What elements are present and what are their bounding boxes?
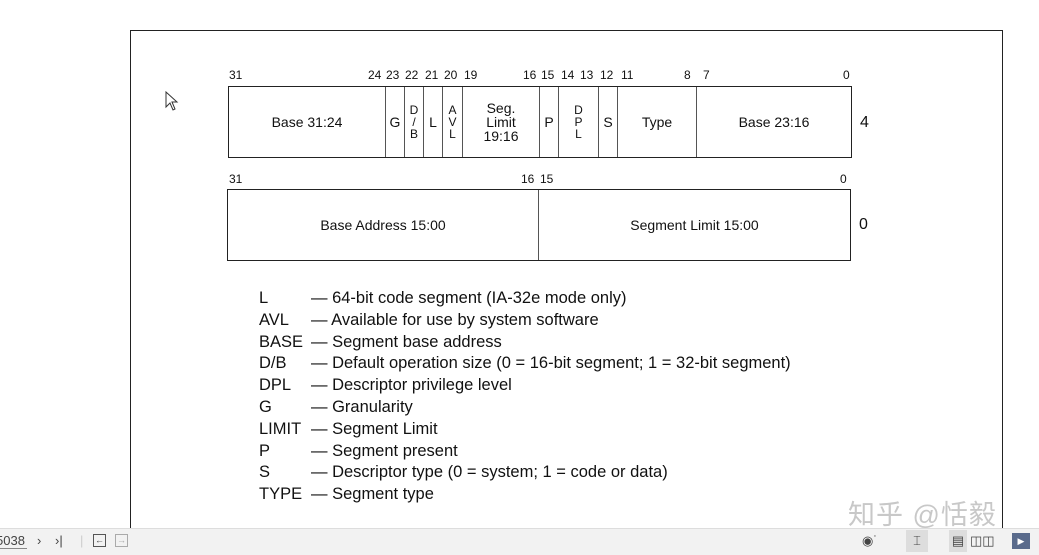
low-word-row: Base Address 15:00 Segment Limit 15:00	[227, 189, 851, 261]
offset-label-4: 4	[860, 114, 869, 131]
field-cell: Segment Limit 15:00	[630, 217, 759, 233]
two-page-icon[interactable]: ◫◫	[970, 533, 995, 548]
next-page-icon[interactable]: ›	[37, 533, 42, 548]
field-cell: D P L	[559, 87, 599, 157]
legend-term: DPL	[259, 376, 292, 395]
legend-desc: — Descriptor privilege level	[311, 376, 512, 395]
legend-term: S	[259, 463, 271, 482]
legend-term: L	[259, 289, 269, 307]
field-cell: Type	[618, 87, 697, 157]
bit-label: 16	[523, 68, 537, 82]
legend-item: G — Granularity	[259, 397, 791, 419]
field-cell: Base 31:24	[229, 87, 386, 157]
legend-desc: — 64-bit code segment (IA-32e mode only)	[311, 289, 627, 307]
field-cell: G	[386, 87, 405, 157]
collapse-left-icon[interactable]: ←	[93, 534, 106, 547]
legend-desc: — Segment type	[311, 485, 434, 504]
field-cell: L	[424, 87, 443, 157]
legend-desc: — Granularity	[311, 397, 413, 416]
single-page-icon[interactable]: ▤	[949, 530, 967, 552]
bit-label: 23	[386, 68, 400, 82]
field-cell: D / B	[405, 87, 424, 157]
play-button-icon[interactable]: ▶	[1012, 533, 1030, 549]
eye-mode-icon[interactable]: ◉˙	[862, 533, 878, 548]
legend-item: BASE — Segment base address	[259, 332, 791, 354]
field-cell: Seg. Limit 19:16	[463, 87, 540, 157]
legend-item: D/B — Default operation size (0 = 16-bit …	[259, 353, 791, 375]
bit-label: 0	[840, 172, 847, 186]
bit-label: 16	[521, 172, 535, 186]
bit-label: 31	[229, 68, 243, 82]
legend-item: TYPE — Segment type	[259, 484, 791, 506]
bit-label: 8	[684, 68, 691, 82]
bit-label: 14	[561, 68, 575, 82]
bit-label: 15	[540, 172, 554, 186]
legend-term: TYPE	[259, 485, 303, 504]
legend-item: DPL — Descriptor privilege level	[259, 375, 791, 397]
field-cell: Base 23:16	[738, 114, 810, 130]
bit-label: 0	[843, 68, 850, 82]
watermark: 知乎 @恬毅	[848, 500, 997, 530]
field-cell: A V L	[443, 87, 463, 157]
legend-item: P — Segment present	[259, 441, 791, 463]
bit-label: 13	[580, 68, 594, 82]
legend-item: AVL — Available for use by system softwar…	[259, 310, 791, 332]
field-cell: P	[540, 87, 559, 157]
bit-label: 22	[405, 68, 419, 82]
legend-desc: — Segment base address	[311, 332, 502, 351]
legend-term: AVL	[259, 310, 289, 329]
bit-label: 24	[368, 68, 382, 82]
legend-term: G	[259, 397, 272, 416]
bit-label: 11	[621, 68, 634, 82]
fit-width-icon[interactable]: ⌶	[906, 530, 928, 552]
legend-desc: — Segment present	[311, 441, 458, 460]
last-page-icon[interactable]: ›|	[55, 533, 63, 548]
bit-label: 21	[425, 68, 439, 82]
legend-term: BASE	[259, 332, 304, 351]
toolbar-divider: |	[80, 533, 84, 548]
bottom-toolbar: 5038 › ›| | ← → ◉˙ ⌶ ▤ ◫◫ ▶	[0, 528, 1039, 555]
legend: L — 64-bit code segment (IA-32e mode only…	[259, 288, 791, 506]
bit-label: 20	[444, 68, 458, 82]
legend-desc: — Available for use by system software	[311, 310, 599, 329]
legend-desc: — Segment Limit	[311, 419, 438, 438]
bit-label: 7	[703, 68, 710, 82]
legend-term: LIMIT	[259, 419, 302, 438]
page-number-input[interactable]: 5038	[0, 533, 27, 549]
bit-label: 15	[541, 68, 555, 82]
bit-label: 31	[229, 172, 243, 186]
legend-term: P	[259, 441, 271, 460]
mouse-cursor-icon	[165, 90, 179, 116]
legend-term: D/B	[259, 354, 287, 373]
document-page	[130, 30, 1003, 551]
legend-desc: — Descriptor type (0 = system; 1 = code …	[311, 463, 668, 482]
field-cell: Base Address 15:00	[228, 190, 539, 260]
field-cell: S	[599, 87, 618, 157]
legend-desc: — Default operation size (0 = 16-bit seg…	[311, 354, 791, 373]
expand-right-icon[interactable]: →	[115, 534, 128, 547]
offset-label-0: 0	[859, 216, 868, 233]
bit-label: 19	[464, 68, 478, 82]
legend-item: L — 64-bit code segment (IA-32e mode only…	[259, 288, 791, 310]
legend-item: S — Descriptor type (0 = system; 1 = code…	[259, 462, 791, 484]
bit-label: 12	[600, 68, 614, 82]
legend-item: LIMIT — Segment Limit	[259, 419, 791, 441]
